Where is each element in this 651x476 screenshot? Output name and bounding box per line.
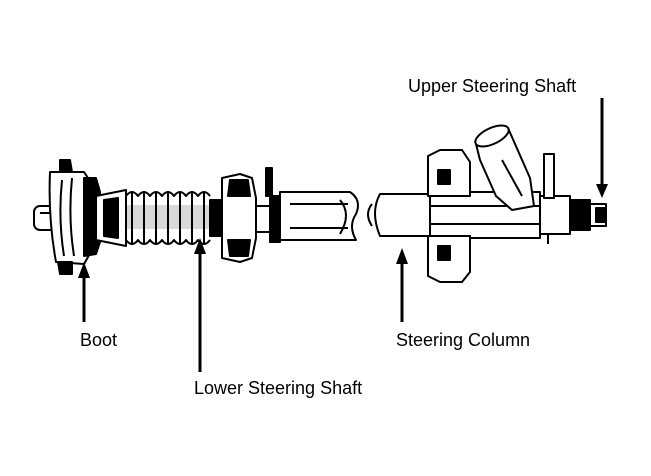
column-shift-tube	[474, 124, 535, 211]
label-boot: Boot	[80, 330, 117, 350]
bellows-section	[125, 191, 211, 245]
coupling-block	[95, 189, 127, 247]
upper-steering-shaft-arrow	[596, 98, 608, 198]
steering-column-arrow	[396, 248, 408, 322]
lower-shaft-tube	[279, 191, 359, 241]
callout-arrows	[78, 98, 608, 372]
label-upper-steering-shaft: Upper Steering Shaft	[408, 76, 576, 96]
steering-assembly-drawing	[33, 124, 607, 283]
boot-arrow	[78, 262, 90, 322]
column-mounting-bracket	[427, 149, 471, 283]
lower-shaft-joint	[209, 167, 281, 263]
label-lower-steering-shaft: Lower Steering Shaft	[194, 378, 362, 398]
lower-steering-shaft-arrow	[194, 238, 206, 372]
label-steering-column: Steering Column	[396, 330, 530, 350]
boot-part	[48, 159, 101, 275]
upper-shaft-end	[539, 153, 607, 244]
